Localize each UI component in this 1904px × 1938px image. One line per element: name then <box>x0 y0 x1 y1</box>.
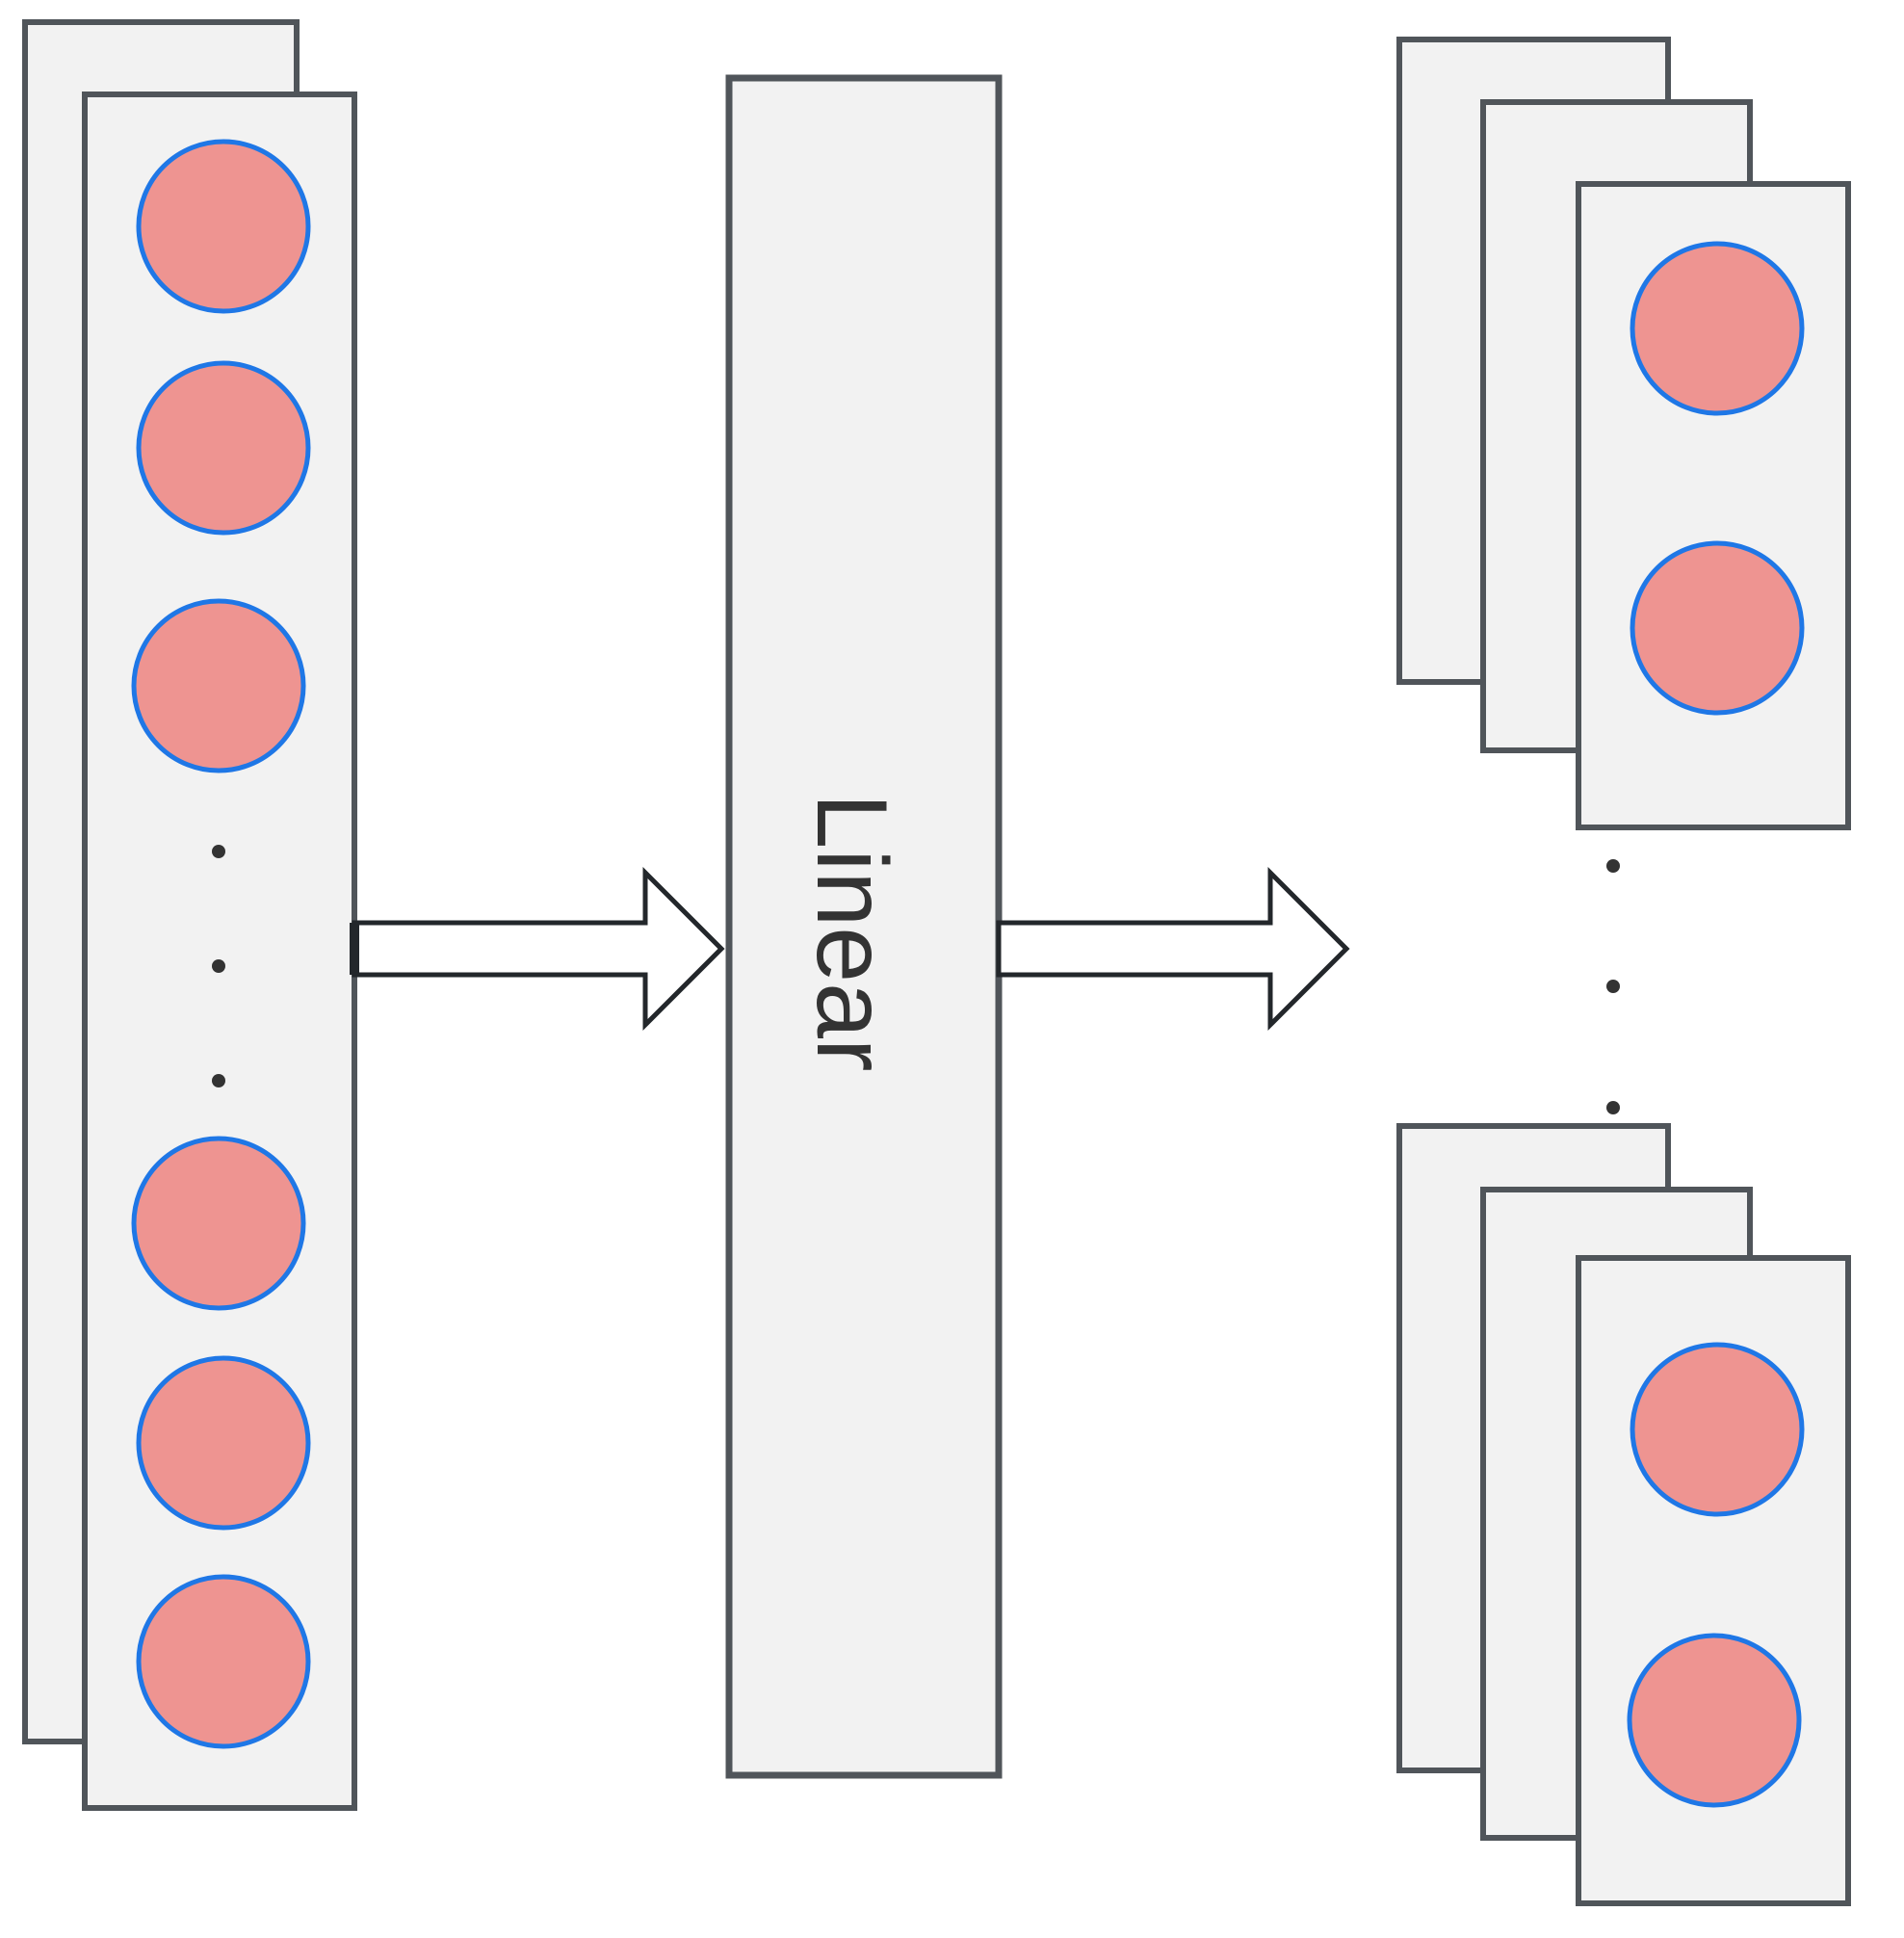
linear-layer: Linear <box>725 74 1003 1779</box>
input-node <box>131 1136 306 1311</box>
ellipsis-dot <box>212 1074 225 1087</box>
input-stack <box>22 19 357 1811</box>
right-arrow-icon <box>352 866 725 1032</box>
ellipsis-dot <box>212 845 225 858</box>
output-node <box>1630 241 1805 416</box>
right-arrow-icon <box>996 866 1350 1032</box>
linear-layer-label: Linear <box>796 793 907 1071</box>
ellipsis-dot <box>1606 980 1620 993</box>
output-stack-top <box>1396 37 1851 830</box>
output-stack-bottom <box>1396 1123 1851 1906</box>
ellipsis-dot <box>1606 859 1620 873</box>
output-node <box>1627 1633 1802 1808</box>
input-card-front <box>82 92 357 1811</box>
input-node <box>136 139 311 314</box>
input-node <box>136 360 311 536</box>
ellipsis-dot <box>212 959 225 973</box>
input-node <box>131 598 306 773</box>
output-node <box>1630 540 1805 716</box>
input-node <box>136 1355 311 1531</box>
input-node <box>136 1574 311 1749</box>
ellipsis-dot <box>1606 1101 1620 1114</box>
linear-layer-box <box>725 74 1003 1779</box>
output-node <box>1630 1342 1805 1517</box>
